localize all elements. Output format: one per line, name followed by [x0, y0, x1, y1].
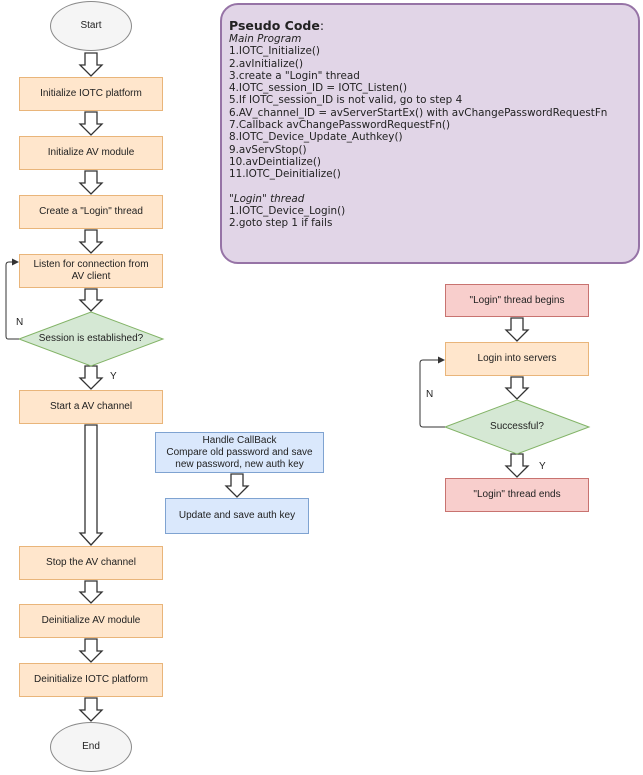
main-step: 2.avInitialize() [229, 57, 304, 70]
arrow-start-channel-to-stop-channel [78, 424, 104, 546]
end-node: End [50, 722, 132, 772]
deinit-av-label: Deinitialize AV module [41, 615, 141, 626]
login-thread-begins-label: "Login" thread begins [469, 294, 565, 306]
create-thread-step: Create a "Login" thread [19, 195, 163, 229]
init-platform-step: Initialize IOTC platform [19, 77, 163, 111]
session-check-label: Session is established? [38, 333, 144, 344]
main-step: 11.IOTC_Deinitialize() [229, 168, 341, 181]
arrow-init-platform-to-init-av [78, 111, 104, 136]
main-step: 9.avServStop() [229, 143, 307, 156]
listen-label: Listen for connection from AV client [33, 259, 149, 282]
main-step: 8.IOTC_Device_Update_Authkey() [229, 131, 403, 144]
deinit-platform-label: Deinitialize IOTC platform [34, 674, 148, 685]
start-node: Start [50, 1, 132, 51]
main-program-heading: Main Program [229, 33, 302, 45]
arrow-start-to-init-platform [78, 52, 104, 77]
login-yes-label: Y [539, 461, 546, 472]
deinit-av-step: Deinitialize AV module [19, 604, 163, 638]
update-auth-key-label: Update and save auth key [178, 510, 296, 521]
main-step: 4.IOTC_session_ID = IOTC_Listen() [229, 82, 408, 95]
update-auth-key-step: Update and save auth key [165, 498, 309, 534]
arrow-deinit-platform-to-end [78, 697, 104, 722]
login-no-label: N [426, 389, 434, 400]
pseudo-code-title: Pseudo Code: [229, 18, 638, 33]
pseudo-code-title-text: Pseudo Code [229, 18, 320, 33]
start-label: Start [80, 20, 102, 31]
success-check-diamond [443, 399, 591, 455]
login-thread-ends-label: "Login" thread ends [473, 489, 561, 500]
handle-callback-title: Handle CallBack [202, 434, 277, 446]
handle-callback-step: Handle CallBack Compare old password and… [155, 432, 324, 473]
init-platform-label: Initialize IOTC platform [40, 88, 142, 99]
arrow-create-thread-to-listen [78, 229, 104, 254]
arrow-success-to-ends [504, 453, 530, 478]
login-thread-heading: "Login" thread [229, 192, 305, 205]
login-servers-step: Login into servers [445, 342, 589, 376]
main-step: 1.IOTC_Initialize() [229, 45, 320, 58]
stop-channel-label: Stop the AV channel [46, 557, 136, 568]
arrow-listen-to-session-check [78, 288, 104, 312]
loop-back-no-session-arrowhead [12, 258, 19, 266]
init-av-label: Initialize AV module [47, 147, 135, 158]
arrow-begins-to-login [504, 317, 530, 342]
arrow-init-av-to-create-thread [78, 170, 104, 195]
pseudo-code-title-colon: : [319, 18, 325, 33]
login-thread-ends-step: "Login" thread ends [445, 478, 589, 512]
session-check-diamond [17, 311, 165, 367]
init-av-step: Initialize AV module [19, 136, 163, 170]
arrow-callback-to-update [224, 473, 250, 498]
session-yes-label: Y [110, 371, 117, 382]
session-no-label: N [16, 317, 24, 328]
main-step: 7.Callback avChangePasswordRequestFn() [229, 119, 451, 132]
create-thread-label: Create a "Login" thread [39, 206, 143, 217]
main-step: 10.avDeintialize() [229, 155, 321, 168]
listen-step: Listen for connection from AV client [19, 254, 163, 288]
arrow-deinit-av-to-deinit-platform [78, 638, 104, 663]
pseudo-code-spacer [229, 181, 638, 193]
main-step: 3.create a "Login" thread [229, 69, 360, 82]
arrow-session-to-start-channel [78, 365, 104, 390]
main-step: 5.If IOTC_session_ID is not valid, go to… [229, 94, 463, 107]
loop-back-no-session [5, 261, 19, 340]
start-channel-label: Start a AV channel [49, 401, 133, 412]
arrow-login-to-success [504, 376, 530, 400]
deinit-platform-step: Deinitialize IOTC platform [19, 663, 163, 697]
login-thread-begins-step: "Login" thread begins [445, 284, 589, 317]
end-label: End [82, 741, 100, 752]
success-check-label: Successful? [490, 421, 544, 432]
loop-back-no-login-arrowhead [438, 356, 445, 364]
thread-step: 2.goto step 1 if fails [229, 217, 333, 230]
thread-step: 1.IOTC_Device_Login() [229, 204, 346, 217]
main-step: 6.AV_channel_ID = avServerStartEx() with… [229, 106, 608, 119]
loop-back-no-login [419, 359, 445, 428]
stop-channel-step: Stop the AV channel [19, 546, 163, 580]
start-channel-step: Start a AV channel [19, 390, 163, 424]
handle-callback-detail: Compare old password and save new passwo… [166, 446, 313, 470]
login-servers-label: Login into servers [477, 353, 557, 364]
arrow-stop-to-deinit-av [78, 580, 104, 604]
pseudo-code-panel: Pseudo Code: Main Program 1.IOTC_Initial… [220, 3, 640, 264]
